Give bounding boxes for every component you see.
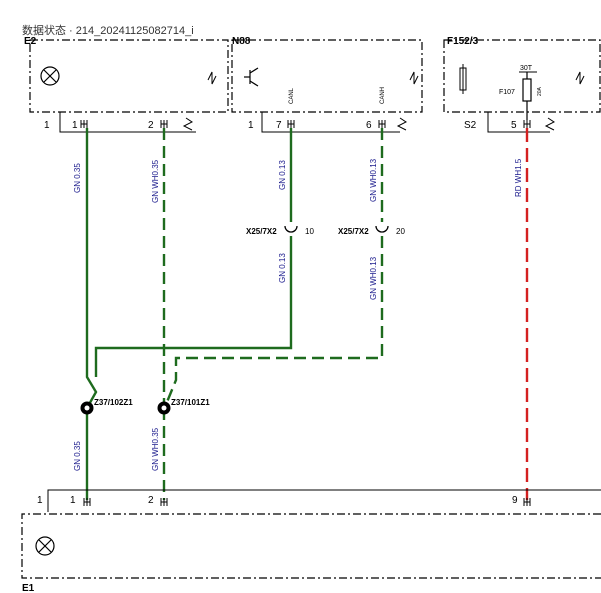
connector-pin: 10 — [305, 227, 314, 236]
splice-node-center — [84, 405, 90, 411]
splice-z37-102z1: Z37/102Z1 — [80, 398, 133, 415]
wire-gn-013-lower — [94, 236, 293, 377]
wire-label: GN WH0.35 — [151, 159, 160, 203]
pin-label: 1 — [37, 495, 43, 506]
component-e2-box — [29, 39, 229, 113]
connector-x25-20: X25/7X2 20 — [338, 225, 405, 236]
pin-bracket — [59, 112, 196, 133]
component-e2-ref: E2 — [24, 36, 37, 47]
splice-label: Z37/102Z1 — [94, 398, 133, 407]
ground-symbol-icon — [544, 117, 555, 131]
component-f152: F152/3 30T F107 20A S2 5 — [443, 36, 601, 133]
ground-symbol-icon — [396, 117, 407, 131]
signal-label: CANH — [380, 87, 386, 104]
ground-symbol-icon — [207, 71, 217, 85]
pin-terminal-icon — [523, 120, 531, 128]
lamp-icon — [35, 536, 55, 556]
fuse-rating: 20A — [537, 86, 543, 96]
ground-symbol-icon — [409, 71, 419, 85]
pin-label: 2 — [148, 495, 154, 506]
signal-label: CANL — [289, 87, 295, 104]
ground-symbol-icon — [182, 117, 193, 131]
pin-bracket — [487, 112, 550, 133]
fuse-id: F107 — [499, 89, 515, 96]
connector-pin: 20 — [396, 227, 405, 236]
pin-terminal-icon — [83, 498, 91, 506]
lamp-icon — [40, 66, 60, 86]
transistor-icon — [244, 67, 259, 87]
pin-label: 5 — [511, 120, 517, 131]
wire-label: GN WH0.13 — [369, 158, 378, 202]
pin-terminal-icon — [523, 498, 531, 506]
fuse-element-icon — [522, 78, 532, 102]
component-f152-ref: F152/3 — [447, 36, 479, 47]
component-n88-box — [231, 39, 423, 113]
connector-ref: X25/7X2 — [338, 227, 369, 236]
connector-socket-icon — [375, 225, 389, 233]
component-e1: 1 1 2 9 E1 — [21, 489, 601, 593]
component-e1-ref: E1 — [22, 583, 35, 593]
pin-label: 7 — [276, 120, 282, 131]
wire-label: GN WH0.13 — [369, 256, 378, 300]
wire-label: GN WH0.35 — [151, 427, 160, 471]
connector-x25-10: X25/7X2 10 — [246, 225, 314, 236]
pin-label: 1 — [72, 120, 78, 131]
wire-label: GN 0.35 — [73, 163, 82, 193]
fuse-symbol-icon — [459, 64, 467, 94]
component-n88: N88 CANL CANH 1 7 6 — [231, 36, 423, 133]
wire-label: RD WH1.5 — [514, 158, 523, 197]
wire-label: GN 0.13 — [278, 253, 287, 283]
fuse-terminal: 30T — [520, 65, 533, 72]
pin-terminal-icon — [160, 498, 168, 506]
pin-terminal-icon — [80, 120, 88, 128]
connector-socket-icon — [284, 225, 298, 233]
pin-bracket — [261, 112, 400, 133]
pin-label: 9 — [512, 495, 518, 506]
pin-bracket — [47, 489, 601, 512]
pin-label: 1 — [70, 495, 76, 506]
component-e2: E2 1 1 2 — [24, 36, 229, 133]
component-n88-ref: N88 — [232, 36, 251, 47]
ground-symbol-icon — [575, 71, 585, 85]
pin-terminal-icon — [287, 120, 295, 128]
pin-label: 1 — [44, 120, 50, 131]
wire-gn-wh-013-lower — [165, 236, 384, 403]
pin-label: 2 — [148, 120, 154, 131]
pin-label: 1 — [248, 120, 254, 131]
wire-label: GN 0.13 — [278, 160, 287, 190]
pin-terminal-icon — [160, 120, 168, 128]
wire-label: GN 0.35 — [73, 441, 82, 471]
pin-label: 6 — [366, 120, 372, 131]
connector-ref: X25/7X2 — [246, 227, 277, 236]
image-caption: 数据状态 · 214_20241125082714_i — [22, 25, 194, 37]
wire-gn-035 — [85, 128, 98, 409]
component-f152-box — [443, 39, 601, 113]
splice-label: Z37/101Z1 — [171, 398, 210, 407]
pin-label: S2 — [464, 120, 477, 131]
splice-z37-101z1: Z37/101Z1 — [157, 398, 210, 415]
splice-node-center — [161, 405, 167, 411]
pin-terminal-icon — [378, 120, 386, 128]
component-e1-box — [21, 513, 601, 579]
